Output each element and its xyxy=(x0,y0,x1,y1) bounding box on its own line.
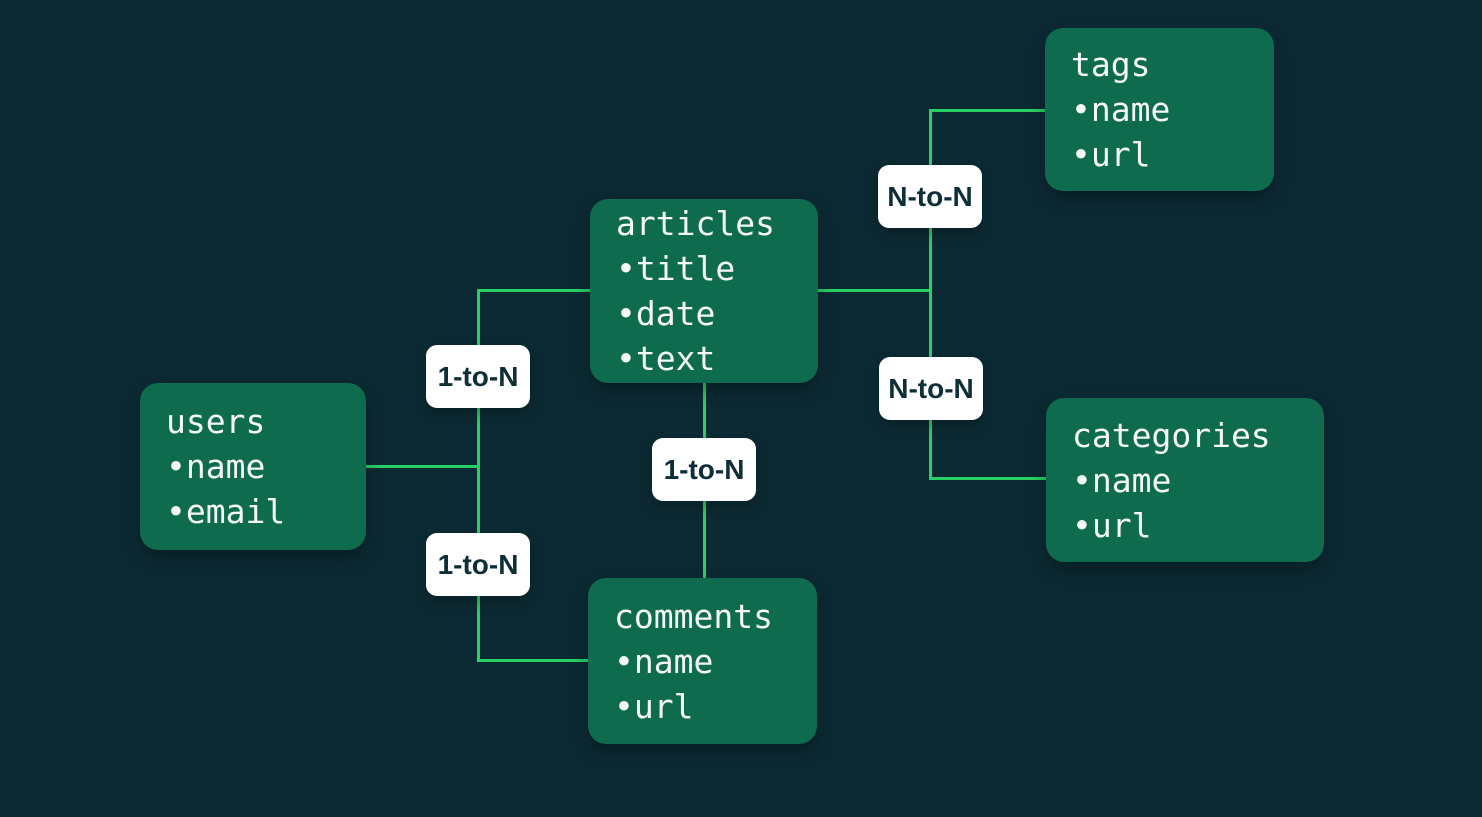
entity-articles: articles •title •date •text xyxy=(590,199,818,383)
entity-users-attr-email: •email xyxy=(166,492,286,531)
relationship-label-articles-categories: N-to-N xyxy=(879,357,983,420)
entity-comments-attr-name: •name xyxy=(614,641,714,681)
connector-junction-to-categories xyxy=(929,477,1046,480)
entity-tags-attr-name: •name xyxy=(1071,90,1171,129)
connector-right-vertical xyxy=(929,109,932,480)
entity-articles-attr-text: •text xyxy=(616,339,716,378)
entity-tags-title: tags xyxy=(1071,45,1151,84)
entity-articles-attr-date: •date xyxy=(616,294,716,333)
entity-users: users •name •email xyxy=(140,383,366,550)
relationship-label-users-comments: 1-to-N xyxy=(426,533,530,596)
entity-comments: comments •name •url xyxy=(588,578,817,744)
connector-articles-to-junction xyxy=(818,289,931,292)
entity-tags: tags •name •url xyxy=(1045,28,1274,191)
entity-comments-title: comments xyxy=(614,596,773,636)
connector-left-vertical xyxy=(477,289,480,661)
entity-users-title: users xyxy=(166,402,266,441)
entity-articles-title: articles xyxy=(616,204,775,243)
connector-users-to-junction xyxy=(366,465,479,468)
entity-categories: categories •name •url xyxy=(1046,398,1324,562)
relationship-label-articles-comments: 1-to-N xyxy=(652,438,756,501)
connector-junction-to-tags xyxy=(929,109,1045,112)
entity-users-attr-name: •name xyxy=(166,447,266,486)
entity-comments-attr-url: •url xyxy=(614,686,694,726)
entity-categories-title: categories xyxy=(1072,415,1271,455)
entity-articles-attr-title: •title xyxy=(616,249,736,288)
entity-categories-attr-url: •url xyxy=(1072,505,1152,545)
relationship-label-articles-tags: N-to-N xyxy=(878,165,982,228)
entity-tags-attr-url: •url xyxy=(1071,135,1151,174)
connector-junction-to-articles xyxy=(477,289,590,292)
connector-junction-to-comments xyxy=(477,659,589,662)
entity-categories-attr-name: •name xyxy=(1072,460,1172,500)
relationship-label-users-articles: 1-to-N xyxy=(426,345,530,408)
